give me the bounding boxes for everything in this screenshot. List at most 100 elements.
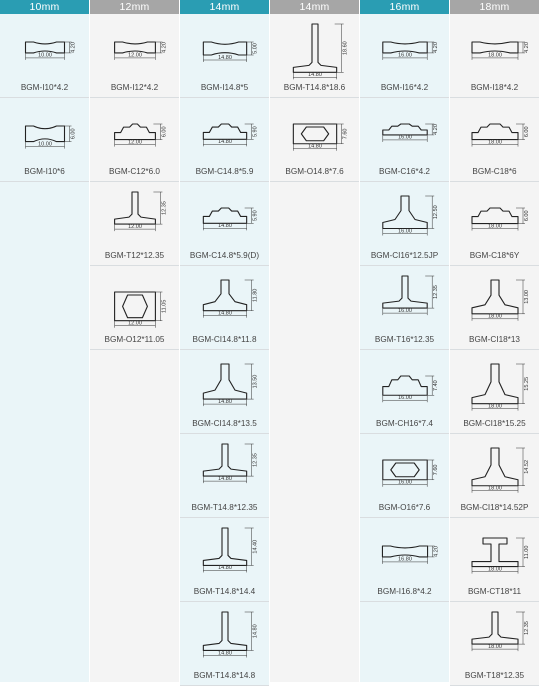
height-dimension: 18.60 (342, 41, 348, 55)
profile-code: BGM-T18*12.35 (464, 671, 525, 680)
profile-drawing: 14.805.90 (202, 123, 258, 147)
width-dimension: 16.00 (398, 395, 412, 401)
profile-drawing: 16.004.20 (381, 123, 439, 142)
profile-outline (470, 123, 519, 141)
height-dimension: 4.20 (433, 124, 439, 135)
height-dimension: 12.35 (433, 285, 439, 299)
height-dimension: 5.90 (252, 210, 258, 221)
width-dimension: 10.00 (38, 53, 52, 59)
height-dimension: 6.00 (524, 210, 530, 221)
profile-code: BGM-CI18*13 (469, 335, 520, 344)
width-dimension: 12.00 (128, 139, 142, 145)
profile-outline (381, 195, 428, 230)
width-dimension: 16.00 (398, 53, 412, 59)
profile-code: BGM-T16*12.35 (374, 335, 435, 344)
width-dimension: 18.00 (488, 486, 502, 492)
profile-drawing: 18.00 14.52 (470, 447, 530, 493)
profile-outline (470, 611, 519, 645)
profile-code: BGM-I12*4.2 (110, 83, 159, 92)
profile-code: BGM-T14.8*14.8 (193, 671, 256, 680)
height-dimension: 4.20 (524, 42, 530, 53)
profile-outline (202, 443, 247, 477)
height-dimension: 5.90 (252, 126, 258, 137)
profile-outline (113, 291, 156, 322)
width-dimension: 14.80 (218, 650, 232, 656)
profile-code: BGM-CI16*12.5JP (370, 251, 439, 260)
profile-code: BGM-C18*6 (472, 167, 517, 176)
profile-code: BGM-T12*12.35 (104, 251, 165, 260)
profile-drawing: 16.007.60 (381, 459, 439, 487)
profile-code: BGM-T14.8*14.4 (193, 587, 256, 596)
width-dimension: 14.80 (218, 565, 232, 571)
profile-code: BGM-C18*6Y (469, 251, 520, 260)
height-dimension: 12.50 (433, 205, 439, 219)
profile-code: BGM-CI18*14.52P (460, 503, 529, 512)
profile-code: BGM-CI14.8*13.5 (192, 419, 257, 428)
height-dimension: 6.00 (161, 126, 167, 137)
height-dimension: 11.80 (252, 289, 258, 302)
profile-outline (470, 279, 519, 315)
profile-code: BGM-C14.8*5.9(D) (189, 251, 260, 260)
height-dimension: 4.20 (161, 42, 167, 53)
column-header: 14mm (180, 0, 269, 14)
width-dimension: 14.80 (218, 223, 232, 229)
profile-drawing: 14.807.60 (292, 123, 348, 151)
profile-outline (470, 41, 519, 54)
profile-outline (470, 207, 519, 225)
profile-drawing: 14.805.00 (202, 41, 258, 62)
profile-code: BGM-I14.8*5 (200, 83, 249, 92)
profile-code: BGM-C12*6.0 (109, 167, 160, 176)
height-dimension: 12.35 (524, 621, 530, 635)
profile-drawing: 14.80 5.90 (202, 207, 258, 231)
width-dimension: 18.00 (488, 314, 502, 320)
profile-code: BGM-CH16*7.4 (376, 419, 433, 428)
profile-code: BGM-T14.8*18.6 (283, 83, 346, 92)
profile-drawing: 16.804.20 (381, 545, 439, 564)
profile-outline (24, 41, 65, 54)
profile-outline (202, 41, 247, 56)
column-fill (90, 350, 179, 682)
profile-code: BGM-C16*4.2 (379, 167, 430, 176)
profile-outline (470, 447, 519, 487)
profile-drawing: 18.004.20 (470, 41, 530, 60)
profile-code: BGM-I10*6 (24, 167, 65, 176)
profile-outline (113, 191, 156, 225)
width-dimension: 12.00 (128, 321, 142, 327)
height-dimension: 13.50 (252, 375, 258, 389)
profile-outline (202, 123, 247, 140)
height-dimension: 5.00 (252, 43, 258, 54)
profile-code: BGM-CT18*11 (467, 587, 522, 596)
profile-outline (113, 41, 156, 54)
height-dimension: 14.52 (524, 460, 530, 474)
width-dimension: 18.00 (488, 566, 502, 572)
profile-drawing: 10.004.20 (24, 41, 76, 60)
profile-outline (381, 123, 428, 136)
column-header: 14mm (270, 0, 359, 14)
profile-outline (381, 41, 428, 54)
width-dimension: 18.00 (488, 644, 502, 650)
